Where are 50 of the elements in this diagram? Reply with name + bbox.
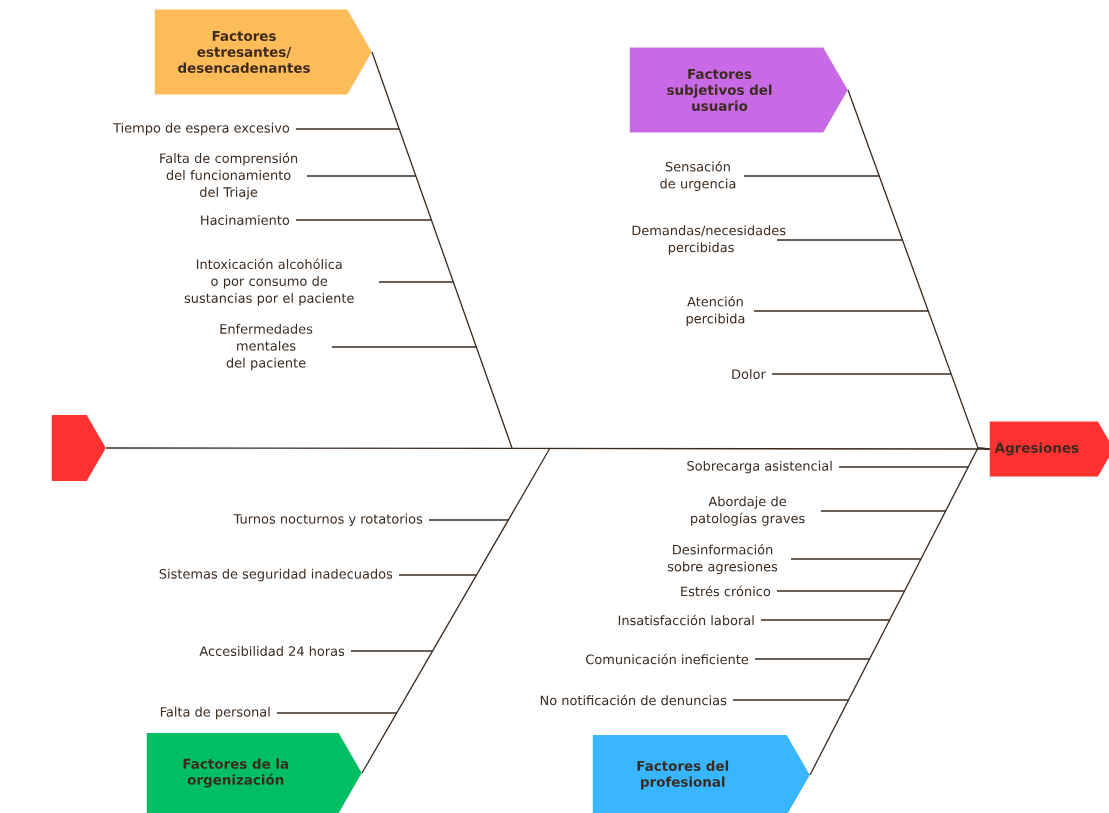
cause-label: Hacinamiento [201, 215, 290, 225]
branch-line [790, 558, 922, 560]
cause-label: Falta de personal [160, 706, 270, 720]
cause-label: Demandas/necesidades percibidas [632, 225, 786, 255]
bone-line [371, 51, 513, 449]
cause-label: Atención percibida [686, 296, 745, 326]
cause-label: Accesibilidad 24 horas [199, 646, 345, 656]
cause-label: Abordaje de patologías graves [691, 496, 805, 526]
branch-line [428, 519, 509, 521]
branch-line [398, 574, 478, 576]
cause-label: Turnos nocturnos y rotatorios [233, 513, 423, 527]
cause-label: Sobrecarga asistencial [687, 460, 832, 474]
cause-label: Sistemas de seguridad inadecuados [159, 568, 393, 582]
category-arrow-box: Factores del profesional [592, 735, 810, 813]
branch-line [776, 239, 904, 241]
cause-label: Tiempo de espera excesivo [113, 122, 290, 136]
cause-label: No notificación de denuncias [540, 694, 727, 706]
bone-line [809, 447, 991, 776]
branch-line [295, 219, 433, 221]
branch-line [838, 466, 969, 468]
branch-line [771, 373, 952, 375]
cause-label: Insatisfacción laboral [618, 614, 754, 626]
branch-line [306, 175, 417, 177]
branch-line [776, 590, 906, 592]
cause-label: Falta de comprensión del funcionamiento del Triaje [160, 152, 298, 200]
branch-line [753, 310, 929, 312]
branch-line [743, 175, 880, 177]
cause-label: Comunicación ineficiente [586, 653, 749, 665]
cause-label: Dolor [732, 369, 766, 379]
category-arrow-box: Factores de la orgenización [146, 733, 362, 813]
cause-label: Intoxicación alcohólica o por consumo de sustancias por el paciente [184, 258, 354, 306]
tail-arrow-shape [51, 415, 106, 481]
branch-line [331, 346, 477, 348]
branch-line [378, 281, 454, 283]
head-arrow-box: Agresiones [989, 421, 1109, 477]
branch-line [820, 510, 947, 512]
branch-line [760, 619, 891, 621]
branch-line [754, 658, 871, 660]
branch-line [295, 128, 400, 130]
branch-line [276, 712, 398, 714]
branch-line [732, 699, 850, 701]
category-arrow-box: Factores estresantes/ desencadenantes [154, 9, 372, 95]
cause-label: Desinformación sobre agresiones [667, 544, 778, 574]
cause-label: Estrés crónico [681, 585, 771, 597]
branch-line [350, 650, 434, 652]
cause-label: Sensación de urgencia [660, 161, 736, 191]
bone-line [361, 447, 551, 774]
cause-label: Enfermedades mentales del paciente [220, 323, 313, 371]
category-arrow-box: Factores subjetivos del usuario [629, 47, 848, 133]
spine-line [105, 447, 991, 450]
